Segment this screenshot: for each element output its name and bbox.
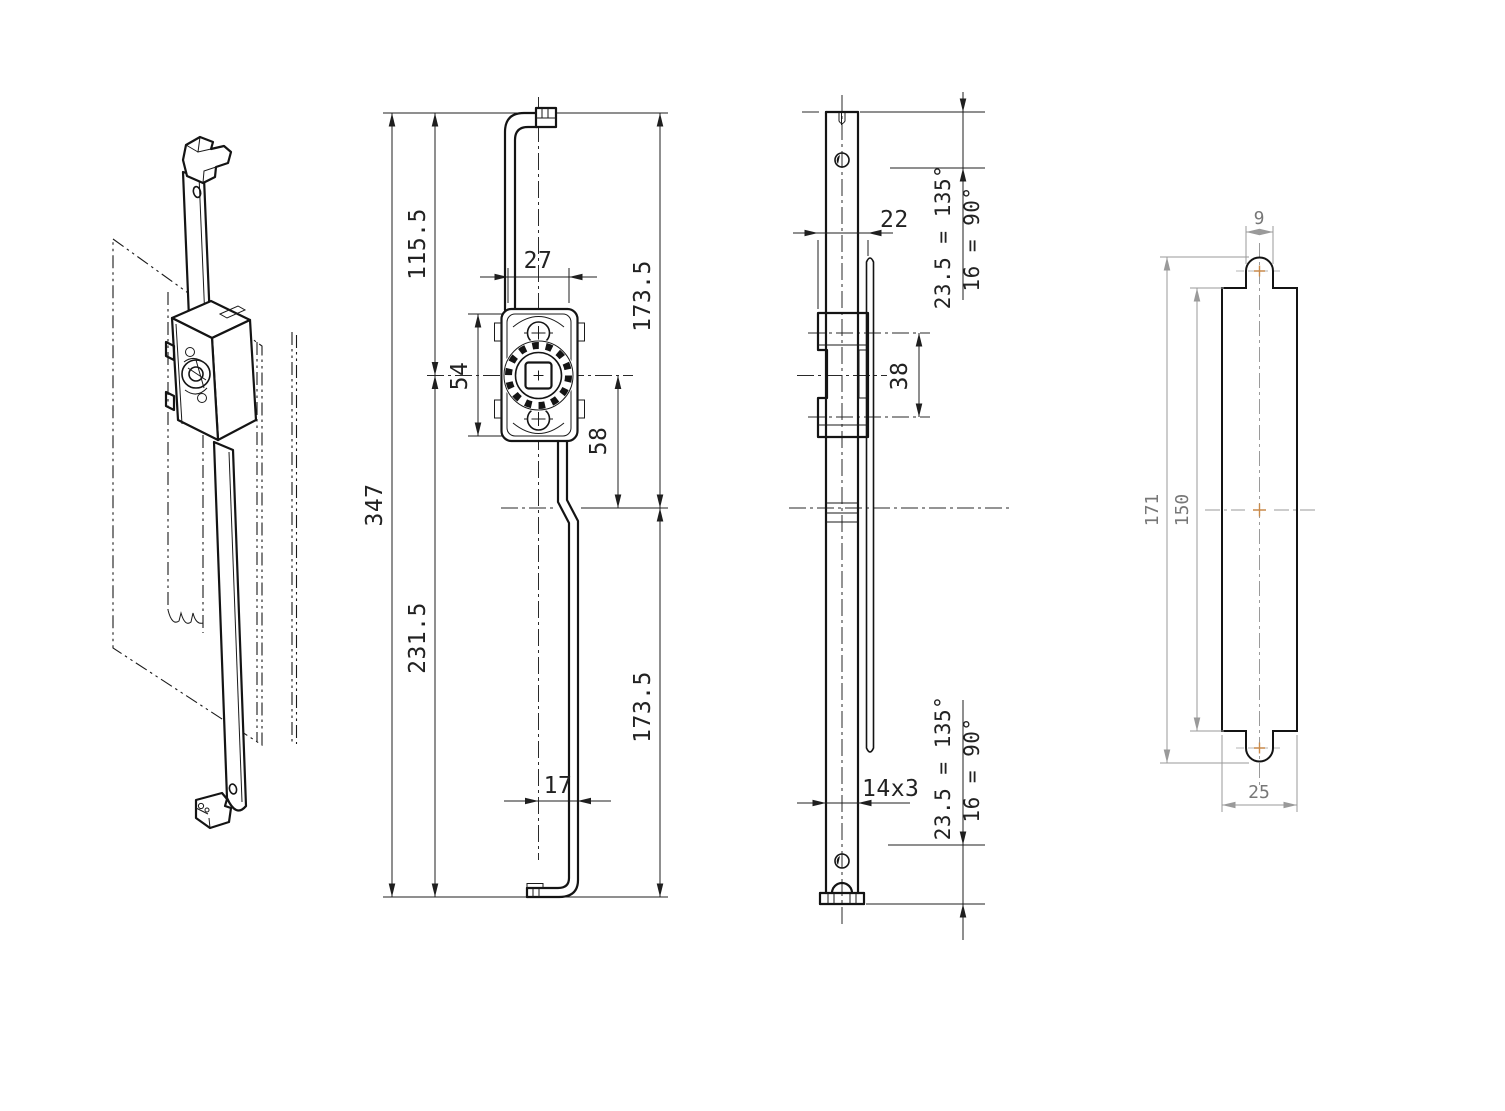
rod-lower-inner xyxy=(525,439,571,890)
dim-top-to-mid: 173.5 xyxy=(630,260,656,332)
dim-gear-center-to-jog: 58 xyxy=(586,427,612,456)
plate-view: 9 171 150 25 xyxy=(1142,208,1316,812)
rod-upper-outer xyxy=(503,111,558,312)
cover-plate-outline xyxy=(1221,256,1298,763)
lower-bar xyxy=(212,440,248,812)
dim-top-stroke-90: 16 = 90° xyxy=(960,186,984,291)
dim-top-stroke-135: 23.5 = 135° xyxy=(931,165,955,310)
foot-bracket xyxy=(194,791,233,830)
gearbox-left-face xyxy=(170,316,220,442)
isometric-view xyxy=(112,135,298,830)
center-marks xyxy=(1253,265,1266,754)
dim-top-to-gear-center: 115.5 xyxy=(405,208,431,280)
dim-bottom-stroke-135: 23.5 = 135° xyxy=(931,696,955,841)
flat-rod xyxy=(865,257,875,753)
top-bracket xyxy=(181,135,233,185)
dim-plate-body-height: 150 xyxy=(1172,494,1193,527)
dim-plate-width: 25 xyxy=(1248,782,1270,803)
gear-teeth xyxy=(505,342,572,409)
dim-bar-section: 14x3 xyxy=(862,776,919,802)
spindle-square xyxy=(524,361,553,390)
side-view: 22 38 14x3 23.5 = 135° 16 = 90° 23.5 = 1… xyxy=(789,92,1010,940)
gear-housing-side xyxy=(816,311,870,439)
hole-bottom xyxy=(834,853,850,869)
dim-overall-height: 347 xyxy=(362,483,388,526)
foot-arch xyxy=(830,881,854,895)
dim-foot-offset: 17 xyxy=(544,773,573,799)
hole xyxy=(192,185,202,199)
slot-cutout xyxy=(167,609,204,624)
dim-housing-width: 27 xyxy=(524,248,553,274)
dim-gear-center-to-bottom: 231.5 xyxy=(405,602,431,674)
dim-housing-height: 54 xyxy=(447,362,473,391)
rod-upper-inner xyxy=(513,125,539,312)
dim-screw-spacing: 38 xyxy=(887,362,913,391)
dim-plate-overall-height: 171 xyxy=(1142,494,1163,527)
front-view: 347 115.5 231.5 173.5 173.5 27 54 58 17 xyxy=(362,97,668,899)
upper-bar xyxy=(181,170,212,324)
dim-mid-to-bottom: 173.5 xyxy=(630,671,656,743)
dim-side-housing-width: 22 xyxy=(880,207,909,233)
hole-top xyxy=(834,152,850,168)
dim-bottom-stroke-90: 16 = 90° xyxy=(960,717,984,822)
dim-tab-width: 9 xyxy=(1254,208,1265,229)
rod-lower-outer xyxy=(525,439,580,899)
gearbox-right-face xyxy=(210,318,258,442)
